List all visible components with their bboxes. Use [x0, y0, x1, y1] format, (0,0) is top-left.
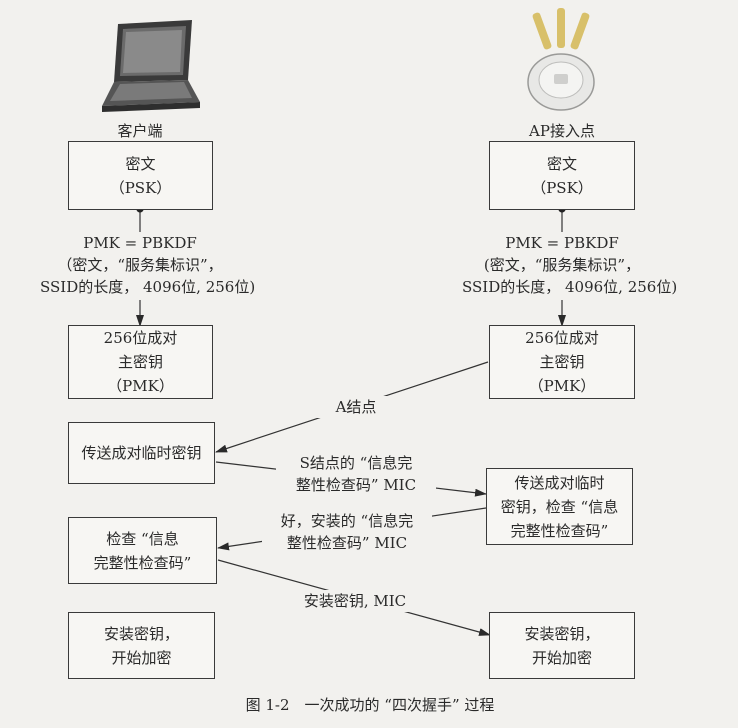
ap-psk-box: 密文 （PSK） [489, 141, 635, 210]
message-1-label: A结点 [316, 396, 396, 418]
client-psk-line-1: 密文 [125, 154, 156, 173]
ap-psk-line-2: （PSK） [531, 178, 593, 197]
ap-pmk-line-1: 256位成对 [525, 329, 599, 347]
client-formula-line-3: SSID的长度， 4096位, 256位) [40, 278, 256, 296]
laptop-icon [102, 20, 200, 112]
message-2-line-1: S结点的 “信息完 [299, 454, 413, 472]
ap-formula-line-2: (密文，“服务集标识”， [483, 256, 641, 274]
client-check-box: 检查 “信息 完整性检查码” [68, 517, 217, 584]
client-pmk-line-3: （PMK） [107, 377, 174, 395]
client-pmk-line-2: 主密钥 [117, 353, 163, 371]
client-formula-line-2: （密文，“服务集标识”， [57, 256, 223, 274]
ap-pmk-line-2: 主密钥 [539, 353, 585, 371]
message-2-label: S结点的 “信息完 整性检查码” MIC [276, 452, 436, 496]
ap-pmk-box: 256位成对 主密钥 （PMK） [489, 325, 635, 399]
access-point-icon [527, 8, 595, 111]
ap-install-box: 安装密钥， 开始加密 [489, 612, 635, 679]
client-psk-box: 密文 （PSK） [68, 141, 213, 210]
ap-formula-line-3: SSID的长度， 4096位, 256位) [462, 278, 678, 296]
ap-psk-line-1: 密文 [546, 154, 577, 173]
ap-install-line-1: 安装密钥， [524, 624, 600, 643]
client-install-box: 安装密钥， 开始加密 [68, 612, 215, 679]
ap-ptk-line-1: 传送成对临时 [514, 473, 605, 492]
ap-pmk-formula: PMK = PBKDF (密文，“服务集标识”， SSID的长度， 4096位,… [462, 232, 678, 298]
ap-ptk-line-3: 完整性检查码” [510, 521, 609, 540]
message-3-label: 好，安装的 “信息完 整性检查码” MIC [262, 510, 432, 554]
ap-install-line-2: 开始加密 [531, 648, 592, 667]
client-pmk-formula: PMK = PBKDF （密文，“服务集标识”， SSID的长度， 4096位,… [40, 232, 256, 298]
ap-pmk-line-3: （PMK） [528, 377, 596, 395]
client-psk-line-2: （PSK） [109, 178, 172, 197]
message-3-line-1: 好，安装的 “信息完 [280, 512, 414, 530]
figure-caption: 图 1-2 一次成功的 “四次握手” 过程 [245, 696, 495, 714]
client-check-line-2: 完整性检查码” [93, 553, 192, 572]
client-formula-line-1: PMK = PBKDF [83, 234, 197, 252]
message-3-line-2: 整性检查码” MIC [286, 534, 408, 552]
ap-formula-line-1: PMK = PBKDF [505, 234, 619, 252]
client-pmk-line-1: 256位成对 [103, 329, 178, 347]
client-pmk-box: 256位成对 主密钥 （PMK） [68, 325, 213, 399]
ap-title: AP接入点 [529, 122, 595, 140]
client-install-line-1: 安装密钥， [103, 624, 179, 643]
client-ptk-box: 传送成对临时密钥 [68, 422, 215, 484]
ap-ptk-line-2: 密钥，检查 “信息 [500, 497, 619, 516]
message-2-line-2: 整性检查码” MIC [295, 476, 417, 494]
message-4-label: 安装密钥, MIC [290, 590, 420, 612]
client-ptk-line-1: 传送成对临时密钥 [81, 444, 202, 462]
client-install-line-2: 开始加密 [111, 648, 172, 667]
client-title: 客户端 [117, 122, 163, 140]
ap-ptk-box: 传送成对临时 密钥，检查 “信息 完整性检查码” [486, 468, 633, 545]
client-check-line-1: 检查 “信息 [106, 529, 179, 548]
